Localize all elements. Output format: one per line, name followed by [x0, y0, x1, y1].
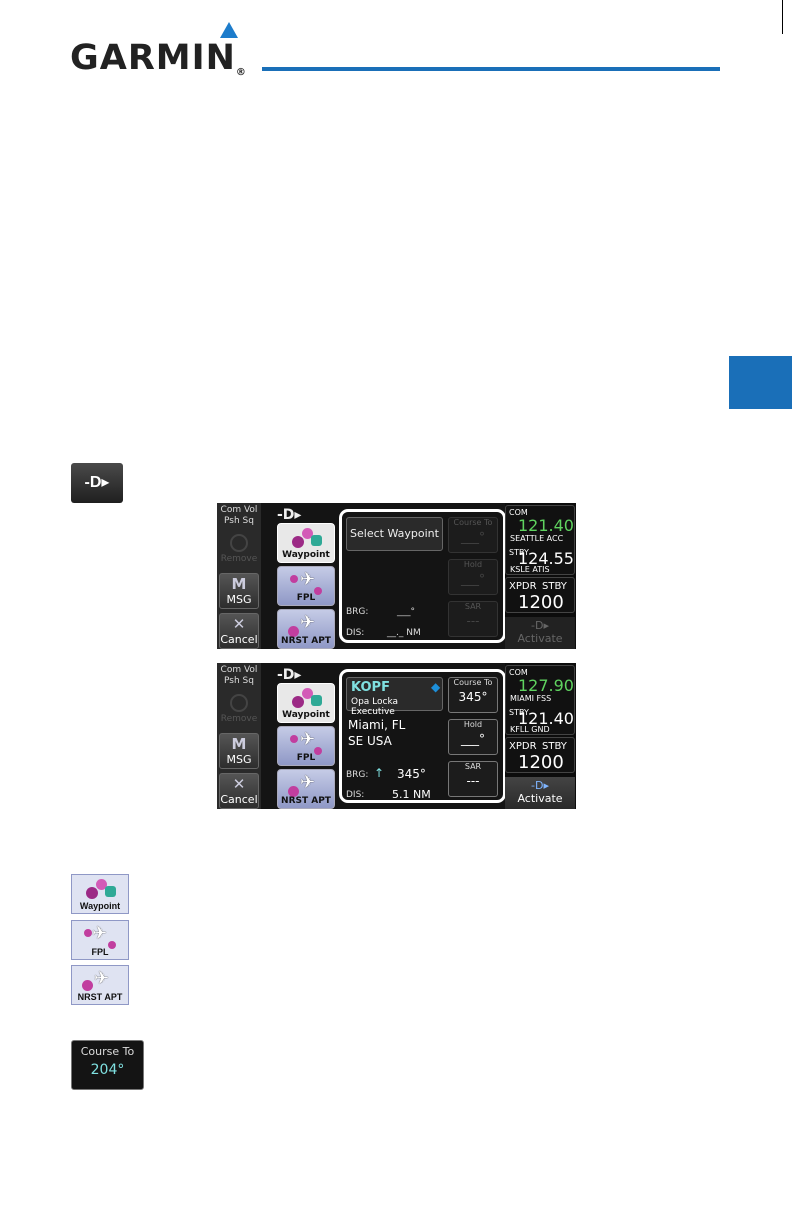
msg-icon: M: [231, 735, 247, 753]
cancel-button[interactable]: ✕Cancel: [219, 773, 259, 809]
nrst-plane-icon: ✈: [94, 968, 110, 988]
radio-column: COM 127.90 MIAMI FSS STBY 121.40 KFLL GN…: [505, 663, 576, 809]
com-window[interactable]: COM 127.90 MIAMI FSS STBY 121.40 KFLL GN…: [505, 665, 575, 735]
course-to-button[interactable]: Course To___°: [448, 517, 498, 553]
fpl-tab-icon: ✈ FPL: [71, 920, 129, 960]
xpdr-window[interactable]: XPDR STBY 1200: [505, 737, 575, 773]
dis-label: DIS:: [346, 790, 365, 800]
activate-direct-to-icon: -D▸: [531, 619, 549, 632]
brg-label: BRG:: [346, 770, 369, 780]
fpl-plane-icon: ✈: [300, 569, 316, 590]
direct-to-title-icon: -D▸: [277, 667, 302, 683]
tab-nrst-apt[interactable]: ✈ NRST APT: [277, 609, 335, 649]
tab-waypoint[interactable]: Waypoint: [277, 683, 335, 723]
dis-label: DIS:: [346, 628, 365, 638]
waypoint-icon: [292, 688, 322, 710]
nrst-plane-icon: ✈: [300, 772, 316, 793]
garmin-logo: GARMIN®: [70, 22, 247, 78]
hold-button[interactable]: Hold___°: [448, 719, 498, 755]
cancel-icon: ✕: [232, 615, 246, 633]
hold-button[interactable]: Hold___°: [448, 559, 498, 595]
logo-triangle-icon: [220, 22, 238, 38]
stby-frequency: 121.40: [518, 709, 574, 728]
xpdr-window[interactable]: XPDR STBY 1200: [505, 577, 575, 613]
stby-frequency: 124.55: [518, 549, 574, 568]
remove-button: Remove: [219, 691, 259, 727]
com-frequency: 127.90: [518, 676, 574, 695]
msg-icon: M: [231, 575, 247, 593]
fpl-plane-icon: ✈: [92, 923, 108, 943]
com-window[interactable]: COM 121.40 SEATTLE ACC STBY 124.55 KSLE …: [505, 505, 575, 575]
waypoint-icon: [86, 879, 116, 901]
cancel-button[interactable]: ✕Cancel: [219, 613, 259, 649]
brg-value: 345°: [397, 767, 426, 781]
nrst-plane-icon: ✈: [300, 612, 316, 633]
remove-icon: [230, 534, 248, 552]
direct-to-title-icon: -D▸: [277, 507, 302, 523]
xpdr-code: 1200: [518, 752, 564, 773]
course-to-key-icon: Course To 204°: [71, 1040, 144, 1090]
sar-button[interactable]: SAR---: [448, 761, 498, 797]
waypoint-ident-button[interactable]: KOPF ◆ Opa Locka Executive: [346, 677, 443, 717]
cancel-icon: ✕: [232, 775, 246, 793]
bearing-arrow-icon: ↑: [374, 766, 385, 780]
tab-waypoint[interactable]: Waypoint: [277, 523, 335, 563]
waypoint-city: Miami, FL: [348, 718, 406, 732]
brg-label: BRG:: [346, 607, 369, 617]
trim-line: [782, 0, 783, 34]
waypoint-icon: [292, 528, 322, 550]
brg-value: ___°: [397, 607, 415, 617]
sar-button[interactable]: SAR---: [448, 601, 498, 637]
section-tab: [729, 356, 792, 409]
dis-value: 5.1 NM: [392, 788, 431, 801]
tab-fpl[interactable]: ✈ FPL: [277, 726, 335, 766]
com-frequency: 121.40: [518, 516, 574, 535]
xpdr-code: 1200: [518, 592, 564, 613]
tab-fpl[interactable]: ✈ FPL: [277, 566, 335, 606]
airport-icon: ◆: [431, 680, 441, 694]
select-waypoint-button[interactable]: Select Waypoint: [346, 517, 443, 551]
waypoint-info-panel: Select Waypoint Course To___° Hold___° S…: [339, 509, 506, 643]
dis-value: __._ NM: [387, 628, 421, 638]
header-rule: [262, 67, 720, 71]
activate-direct-to-icon: -D▸: [531, 779, 549, 792]
waypoint-region: SE USA: [348, 734, 392, 748]
waypoint-tab-icon: Waypoint: [71, 874, 129, 914]
nrst-apt-tab-icon: ✈ NRST APT: [71, 965, 129, 1005]
fpl-plane-icon: ✈: [300, 729, 316, 750]
remove-icon: [230, 694, 248, 712]
direct-to-key-icon: -D▸: [71, 463, 123, 503]
remove-button: Remove: [219, 531, 259, 567]
activate-button[interactable]: -D▸ Activate: [505, 777, 575, 809]
waypoint-info-panel: KOPF ◆ Opa Locka Executive Miami, FL SE …: [339, 669, 506, 803]
activate-button[interactable]: -D▸ Activate: [505, 617, 575, 649]
radio-column: COM 121.40 SEATTLE ACC STBY 124.55 KSLE …: [505, 503, 576, 649]
tab-nrst-apt[interactable]: ✈ NRST APT: [277, 769, 335, 809]
